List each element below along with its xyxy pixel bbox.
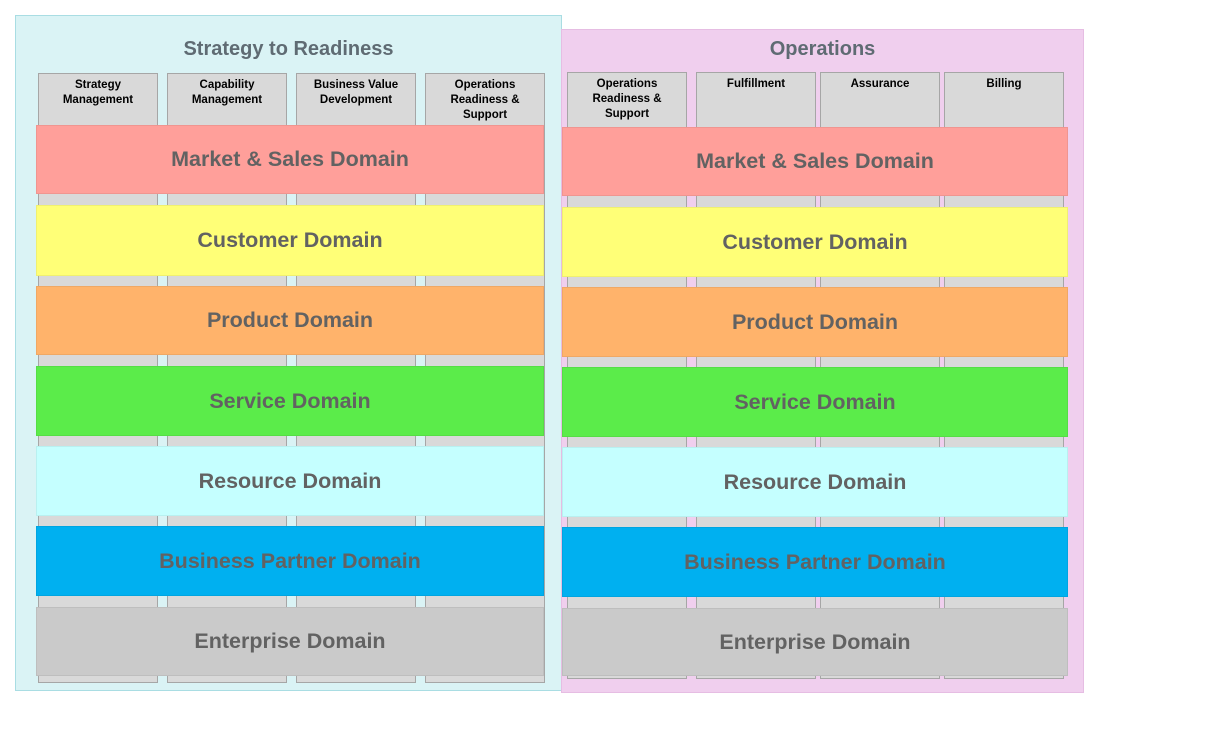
domain-band-customer-domain-operations: Customer Domain <box>562 207 1068 277</box>
domain-band-market-sales-domain-operations: Market & Sales Domain <box>562 127 1068 196</box>
domain-band-resource-domain-operations: Resource Domain <box>562 447 1068 517</box>
panel-title-strategy: Strategy to Readiness <box>183 38 394 60</box>
domain-band-enterprise-domain-operations: Enterprise Domain <box>562 608 1068 676</box>
domain-band-market-sales-domain-strategy: Market & Sales Domain <box>36 125 544 194</box>
domain-band-service-domain-operations: Service Domain <box>562 367 1068 437</box>
domain-band-customer-domain-strategy: Customer Domain <box>36 205 544 276</box>
domain-band-resource-domain-strategy: Resource Domain <box>36 446 544 516</box>
domain-band-business-partner-domain-strategy: Business Partner Domain <box>36 526 544 596</box>
process-column-label: Assurance <box>850 78 910 90</box>
panel-title-operations: Operations <box>769 38 876 60</box>
domain-band-enterprise-domain-strategy: Enterprise Domain <box>36 607 544 676</box>
domain-band-product-domain-strategy: Product Domain <box>36 286 544 355</box>
domain-band-service-domain-strategy: Service Domain <box>36 366 544 436</box>
domain-band-business-partner-domain-operations: Business Partner Domain <box>562 527 1068 597</box>
process-column-label: Fulfillment <box>726 78 786 90</box>
process-column-label: Billing <box>986 78 1022 90</box>
domain-band-product-domain-operations: Product Domain <box>562 287 1068 357</box>
